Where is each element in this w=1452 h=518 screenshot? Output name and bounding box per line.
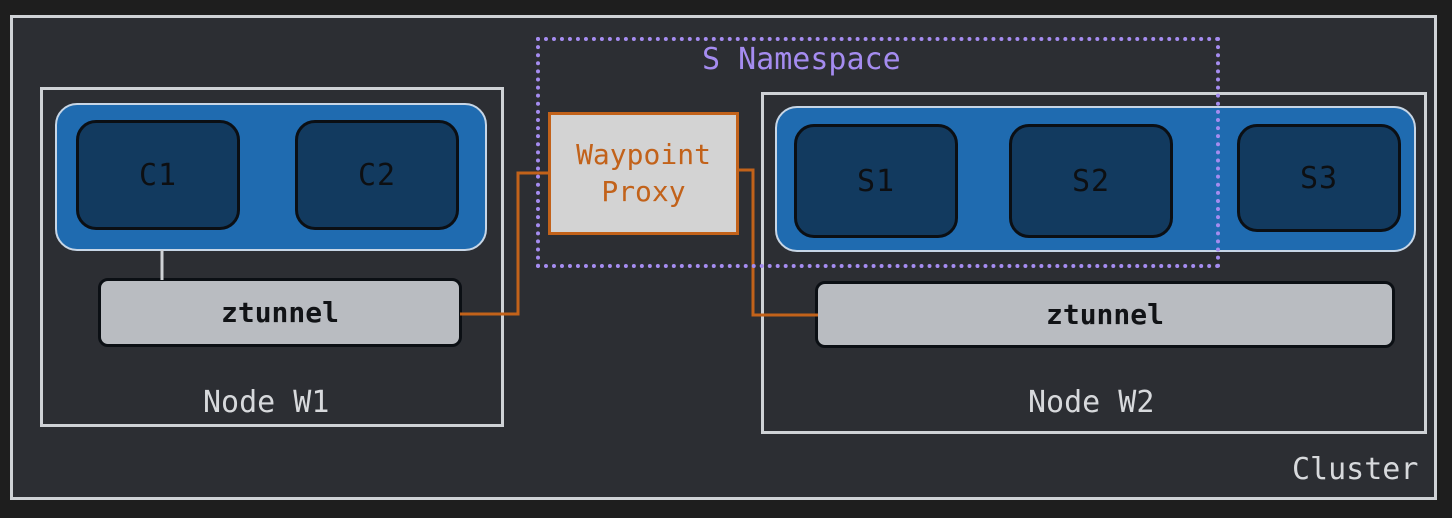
ztunnel-w1[interactable]: ztunnel: [98, 278, 462, 347]
node-w2-label: Node W2: [1028, 385, 1155, 420]
node-w1-label: Node W1: [203, 385, 330, 420]
waypoint-label-line1: Waypoint: [576, 138, 711, 172]
s-namespace-label: S Namespace: [702, 42, 901, 77]
cluster-boundary: [10, 15, 1437, 500]
waypoint-label-line2: Proxy: [601, 174, 686, 208]
pod-s3[interactable]: S3: [1237, 124, 1401, 232]
pod-s1[interactable]: S1: [794, 124, 958, 238]
cluster-label: Cluster: [1292, 452, 1419, 487]
pod-c2[interactable]: C2: [295, 120, 459, 230]
waypoint-proxy[interactable]: Waypoint Proxy: [548, 112, 739, 235]
ztunnel-w2[interactable]: ztunnel: [815, 281, 1395, 348]
pod-s2[interactable]: S2: [1009, 124, 1173, 238]
pod-c1[interactable]: C1: [76, 120, 240, 230]
